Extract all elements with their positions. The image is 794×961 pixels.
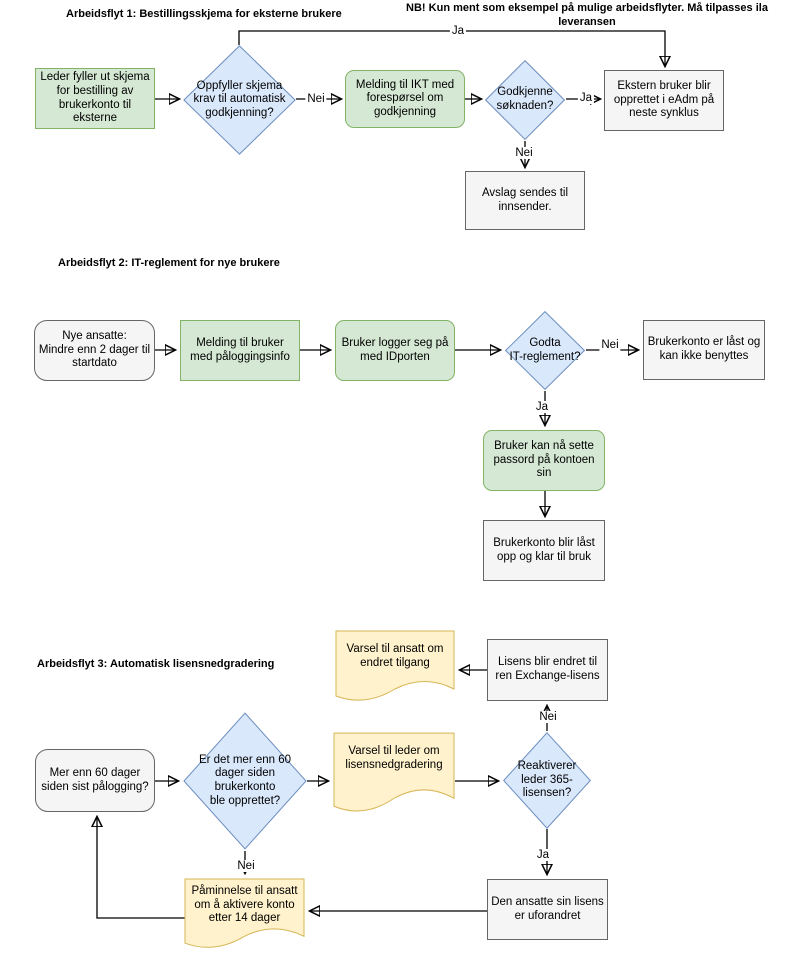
node-sette-passord: Bruker kan nå sette passord på kontoen s… xyxy=(483,430,605,491)
node-melding-bruker: Melding til bruker med påloggingsinfo xyxy=(180,320,300,381)
node-konto-klar: Brukerkonto blir låst opp og klar til br… xyxy=(483,520,605,581)
node-label: Leder fyller ut skjema for bestilling av… xyxy=(40,71,150,125)
doc-paminnelse: Påminnelse til ansatt om å aktivere kont… xyxy=(184,878,305,957)
node-label: Bruker kan nå sette passord på kontoen s… xyxy=(493,440,595,480)
edge-label-nei: Nei xyxy=(599,339,621,351)
document-shape xyxy=(184,878,305,957)
diamond-shape xyxy=(183,712,307,850)
doc-varsel-ansatt: Varsel til ansatt om endret tilgang xyxy=(335,630,455,710)
node-konto-last: Brukerkonto er låst og kan ikke benyttes xyxy=(643,320,765,380)
node-lisens-endret: Lisens blir endret til ren Exchange-lise… xyxy=(487,639,608,701)
edge-label-nei: Nei xyxy=(513,147,535,159)
node-label: Godkjenne søknaden? xyxy=(496,86,554,112)
node-label: Ekstern bruker blir opprettet i eAdm på … xyxy=(613,80,715,120)
node-lisens-uforandret: Den ansatte sin lisens er uforandret xyxy=(487,879,608,940)
node-label: Lisens blir endret til ren Exchange-lise… xyxy=(495,656,600,682)
node-label: Mer enn 60 dager siden sist pålogging? xyxy=(41,766,149,793)
decision-godkjenne-soknaden: Godkjenne søknaden? xyxy=(485,60,565,140)
node-ekstern-opprettet: Ekstern bruker blir opprettet i eAdm på … xyxy=(604,70,724,131)
edge-paminnelse-loop-to-mer60 xyxy=(97,817,186,919)
node-label: Bruker logger seg på med IDporten xyxy=(341,336,449,363)
diamond-shape xyxy=(505,311,585,390)
edge-label-ja: Ja xyxy=(534,849,552,861)
node-nye-ansatte: Nye ansatte: Mindre enn 2 dager til star… xyxy=(34,320,155,381)
diamond-shape xyxy=(503,732,591,829)
doc-varsel-leder: Varsel til leder om lisensnedgradering xyxy=(333,732,455,822)
node-label: Godta IT-reglement? xyxy=(509,336,581,363)
edge-label-nei: Nei xyxy=(305,93,327,105)
node-leder-fyller-skjema: Leder fyller ut skjema for bestilling av… xyxy=(35,68,155,129)
decision-er-det-mer-enn-60: Er det mer enn 60 dager siden brukerkont… xyxy=(183,712,307,850)
edge-label-ja: Ja xyxy=(533,401,551,413)
node-label: Avslag sendes til innsender. xyxy=(481,186,569,213)
node-label: Er det mer enn 60 dager siden brukerkont… xyxy=(198,753,292,807)
flow2-title: Arbeidsflyt 2: IT-reglement for nye bruk… xyxy=(58,257,280,269)
node-label: Melding til IKT med forespørsel om godkj… xyxy=(355,78,455,118)
node-label: Oppfyller skjema krav til automatisk god… xyxy=(193,79,286,119)
node-melding-ikt: Melding til IKT med forespørsel om godkj… xyxy=(345,70,465,128)
decision-godta-reglement: Godta IT-reglement? xyxy=(505,311,585,390)
node-label: Varsel til leder om lisensnedgradering xyxy=(345,745,443,771)
diagram-note: NB! Kun ment som eksempel på mulige arbe… xyxy=(406,2,768,28)
diamond-shape xyxy=(485,60,565,140)
document-shape xyxy=(335,630,455,710)
node-label: Brukerkonto er låst og kan ikke benyttes xyxy=(647,336,761,362)
flow1-title: Arbeidsflyt 1: Bestillingsskjema for eks… xyxy=(66,8,342,20)
node-avslag-sendes: Avslag sendes til innsender. xyxy=(465,171,585,230)
decision-oppfyller-krav: Oppfyller skjema krav til automatisk god… xyxy=(183,45,296,155)
node-mer-enn-60: Mer enn 60 dager siden sist pålogging? xyxy=(35,749,155,812)
diamond-shape xyxy=(183,45,296,155)
flow3-title: Arbeidsflyt 3: Automatisk lisensnedgrade… xyxy=(37,658,275,670)
document-shape xyxy=(333,732,455,822)
node-label: Varsel til ansatt om endret tilgang xyxy=(346,643,444,669)
node-label: Reaktiverer leder 365- lisensen? xyxy=(517,760,577,800)
edge-label-nei: Nei xyxy=(537,711,559,723)
decision-reaktiverer-lisensen: Reaktiverer leder 365- lisensen? xyxy=(503,732,591,829)
node-label: Melding til bruker med påloggingsinfo xyxy=(190,336,290,363)
edge-label-ja: Ja xyxy=(577,92,595,104)
node-label: Påminnelse til ansatt om å aktivere kont… xyxy=(191,885,298,925)
node-label: Den ansatte sin lisens er uforandret xyxy=(491,895,604,922)
edge-label-nei: Nei xyxy=(235,860,257,872)
node-label: Brukerkonto blir låst opp og klar til br… xyxy=(493,536,595,563)
node-bruker-logger: Bruker logger seg på med IDporten xyxy=(335,320,455,381)
node-label: Nye ansatte: Mindre enn 2 dager til star… xyxy=(38,330,151,370)
edge-label-ja: Ja xyxy=(449,25,467,37)
